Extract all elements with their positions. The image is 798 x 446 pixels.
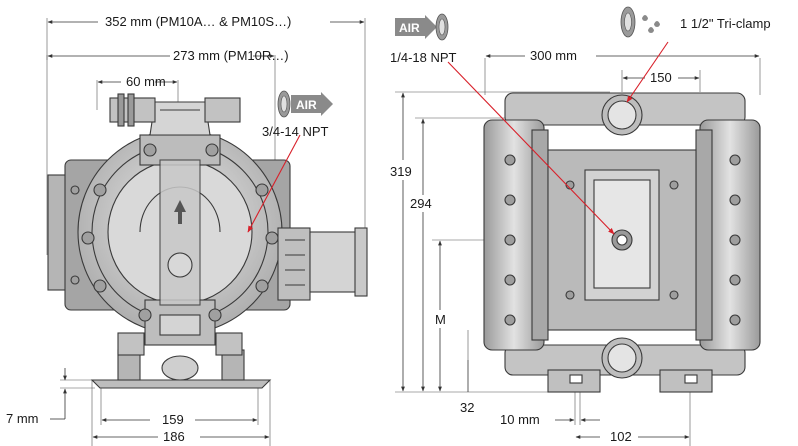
front-view: AIR 352 mm (PM10A… & PM10S…) 273 mm (PM1… xyxy=(6,14,368,446)
label-base-inner: 159 xyxy=(162,412,184,427)
air-tag-right: AIR xyxy=(399,21,420,35)
label-port-spacing: 150 xyxy=(650,70,672,85)
label-overall-width-a-s: 352 mm (PM10A… & PM10S…) xyxy=(105,14,291,29)
label-air-exhaust-thread: 1/4-18 NPT xyxy=(390,50,457,65)
label-inlet-offset: 60 mm xyxy=(126,74,166,89)
label-overall-width-r: 273 mm (PM10R…) xyxy=(173,48,289,63)
housing-bolts xyxy=(70,143,279,322)
label-height-total: 319 xyxy=(390,164,412,179)
label-foot-height: 32 xyxy=(460,400,474,415)
label-air-inlet-thread: 3/4-14 NPT xyxy=(262,124,329,139)
tri-clamp-icon xyxy=(620,6,660,38)
label-base-offset: 7 mm xyxy=(6,411,39,426)
label-side-width: 300 mm xyxy=(530,48,577,63)
label-foot-slot: 10 mm xyxy=(500,412,540,427)
label-height-outlet: 294 xyxy=(410,196,432,211)
side-view: AIR 1/4-18 NPT 1 1/2" Tri-clamp 300 mm 1… xyxy=(390,6,771,446)
label-tri-clamp: 1 1/2" Tri-clamp xyxy=(680,16,771,31)
label-foot-spacing: 102 xyxy=(610,429,632,444)
center-hub xyxy=(167,252,193,278)
air-inlet-icon: AIR xyxy=(277,90,333,118)
air-tag-left: AIR xyxy=(296,98,317,112)
base-plate xyxy=(90,379,272,389)
flow-arrow-up xyxy=(174,200,186,224)
label-base-outer: 186 xyxy=(163,429,185,444)
inlet-port-right xyxy=(204,97,241,123)
air-valve-block xyxy=(277,227,311,301)
air-exhaust-icon: AIR xyxy=(395,13,449,41)
label-height-m: M xyxy=(435,312,446,327)
side-bolts xyxy=(504,154,741,326)
